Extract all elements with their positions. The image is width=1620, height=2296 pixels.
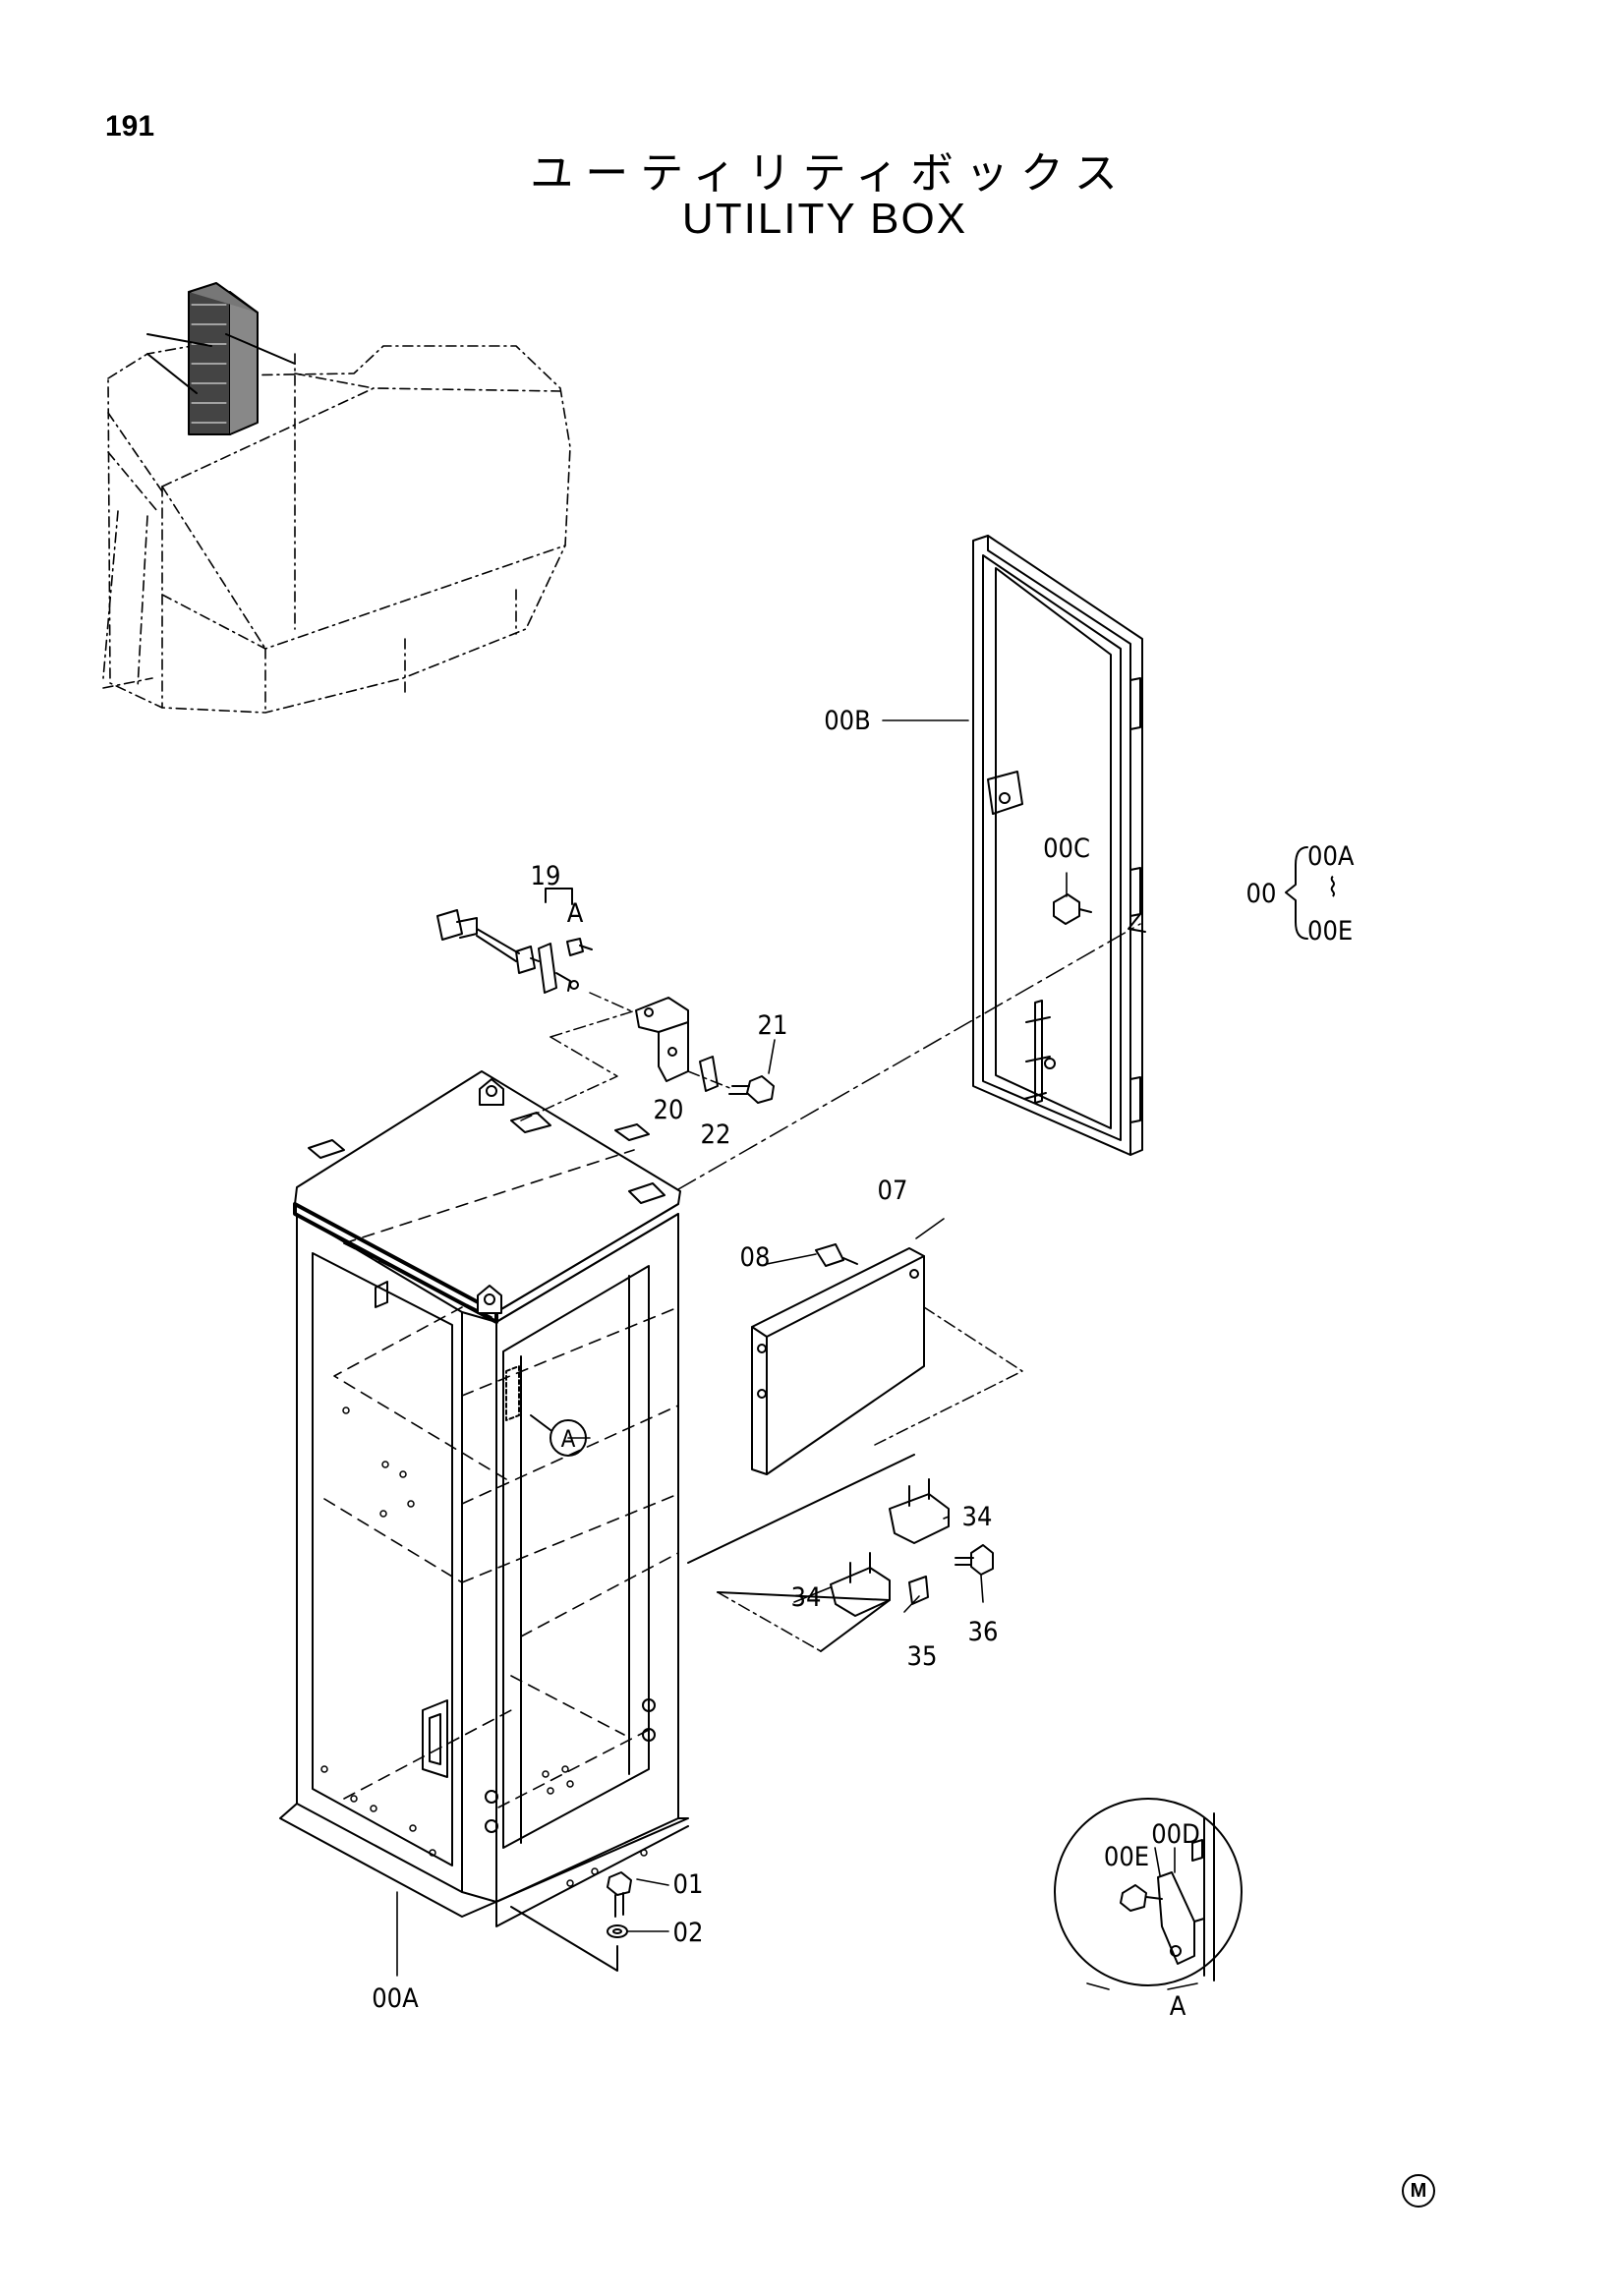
label-35: 35	[907, 1641, 938, 1672]
label-36: 36	[968, 1617, 999, 1647]
cabinet-part-00A	[279, 1070, 689, 1927]
corner-mark: M	[1402, 2174, 1435, 2208]
label-00C: 00C	[1043, 833, 1090, 864]
label-callout-circle-a: A	[561, 1425, 576, 1453]
label-34-top: 34	[962, 1502, 993, 1532]
title-japanese: ユーティリティボックス	[530, 148, 1129, 199]
hinge-bracket-parts-34-36	[717, 1478, 994, 1652]
label-00D: 00D	[1151, 1819, 1200, 1850]
label-20: 20	[654, 1095, 684, 1125]
label-08: 08	[740, 1242, 771, 1273]
label-00B: 00B	[824, 706, 871, 736]
title-english: UTILITY BOX	[681, 195, 968, 243]
door-part-00B	[972, 535, 1143, 1156]
label-00E-detail: 00E	[1104, 1842, 1149, 1872]
label-group-sep: ⌇	[1327, 873, 1339, 903]
page-number: 191	[105, 110, 155, 143]
label-34-bottom: 34	[791, 1582, 822, 1613]
label-group-00A: 00A	[1307, 841, 1355, 872]
group-brace	[1285, 846, 1308, 940]
machine-overview-drawing	[102, 282, 571, 714]
bolt-washer-parts-01-02	[510, 1871, 632, 1972]
label-00A: 00A	[372, 1983, 419, 2014]
label-callout-a-small: A	[567, 898, 584, 929]
label-02: 02	[673, 1918, 704, 1948]
label-19: 19	[531, 861, 561, 891]
detail-view-a	[1054, 1798, 1243, 1986]
label-01: 01	[673, 1869, 704, 1900]
label-group-00E: 00E	[1307, 916, 1353, 947]
label-detail-view-a: A	[1170, 1991, 1186, 2022]
label-22: 22	[701, 1119, 731, 1150]
cover-plate-part-07	[751, 1243, 1023, 1475]
label-group-00: 00	[1246, 879, 1277, 909]
lock-assembly-parts-19-22	[436, 888, 775, 1121]
label-21: 21	[758, 1010, 788, 1041]
label-07: 07	[878, 1176, 908, 1206]
